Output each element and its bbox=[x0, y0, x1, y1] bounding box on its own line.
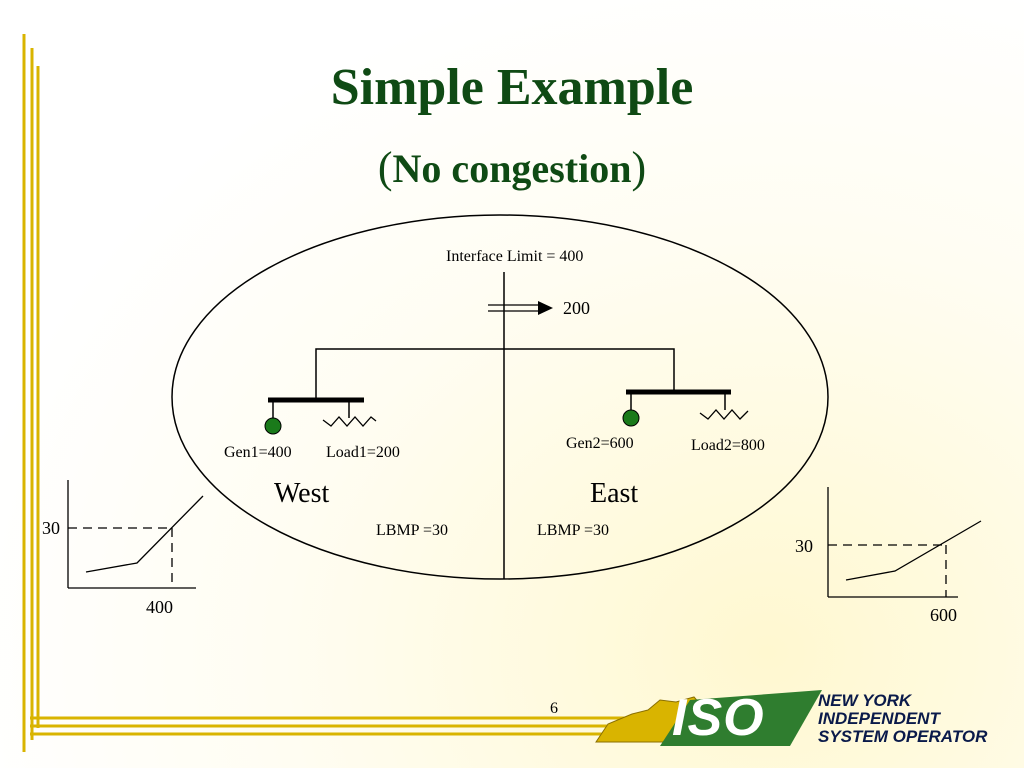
subtitle-open-paren: ( bbox=[377, 143, 393, 192]
logo-line-3: SYSTEM OPERATOR bbox=[818, 727, 988, 746]
logo-swoosh-icon bbox=[660, 690, 822, 746]
load1-resistor-icon bbox=[322, 416, 377, 427]
interface-limit-label: Interface Limit = 400 bbox=[446, 248, 584, 265]
gen2-generator-icon bbox=[622, 409, 640, 427]
logo-line-2: INDEPENDENT bbox=[818, 709, 940, 728]
east-price-label: 30 bbox=[795, 536, 813, 556]
slide-subtitle: (No congestion) bbox=[0, 142, 1024, 193]
flow-value-label: 200 bbox=[563, 298, 590, 318]
nyiso-logo-graphic bbox=[595, 690, 822, 746]
west-zone-label: West bbox=[274, 478, 330, 509]
logo-line-1: NEW YORK bbox=[818, 691, 912, 710]
west-supply-chart bbox=[67, 480, 204, 589]
logo-iso-text: ISO bbox=[672, 689, 765, 747]
gen1-label: Gen1=400 bbox=[224, 444, 292, 461]
west-lbmp-label: LBMP =30 bbox=[376, 522, 448, 539]
tie-line bbox=[315, 348, 675, 400]
subtitle-close-paren: ) bbox=[631, 143, 647, 192]
east-zone-label: East bbox=[590, 478, 639, 509]
east-lbmp-label: LBMP =30 bbox=[537, 522, 609, 539]
gold-border bbox=[22, 34, 660, 752]
west-price-label: 30 bbox=[42, 518, 60, 538]
load1-label: Load1=200 bbox=[326, 444, 400, 461]
logo-text-block: NEW YORK INDEPENDENT SYSTEM OPERATOR bbox=[818, 692, 987, 746]
gen2-label: Gen2=600 bbox=[566, 435, 634, 452]
load2-resistor-icon bbox=[699, 409, 749, 420]
gen1-generator-icon bbox=[264, 417, 282, 435]
subtitle-text: No congestion bbox=[392, 146, 632, 191]
load2-label: Load2=800 bbox=[691, 437, 765, 454]
east-quantity-label: 600 bbox=[930, 605, 957, 625]
page-number: 6 bbox=[550, 700, 558, 717]
east-supply-chart bbox=[827, 487, 982, 598]
slide-title: Simple Example bbox=[330, 59, 694, 116]
west-quantity-label: 400 bbox=[146, 597, 173, 617]
network-ellipse bbox=[171, 214, 829, 580]
flow-arrow-icon bbox=[488, 301, 553, 315]
